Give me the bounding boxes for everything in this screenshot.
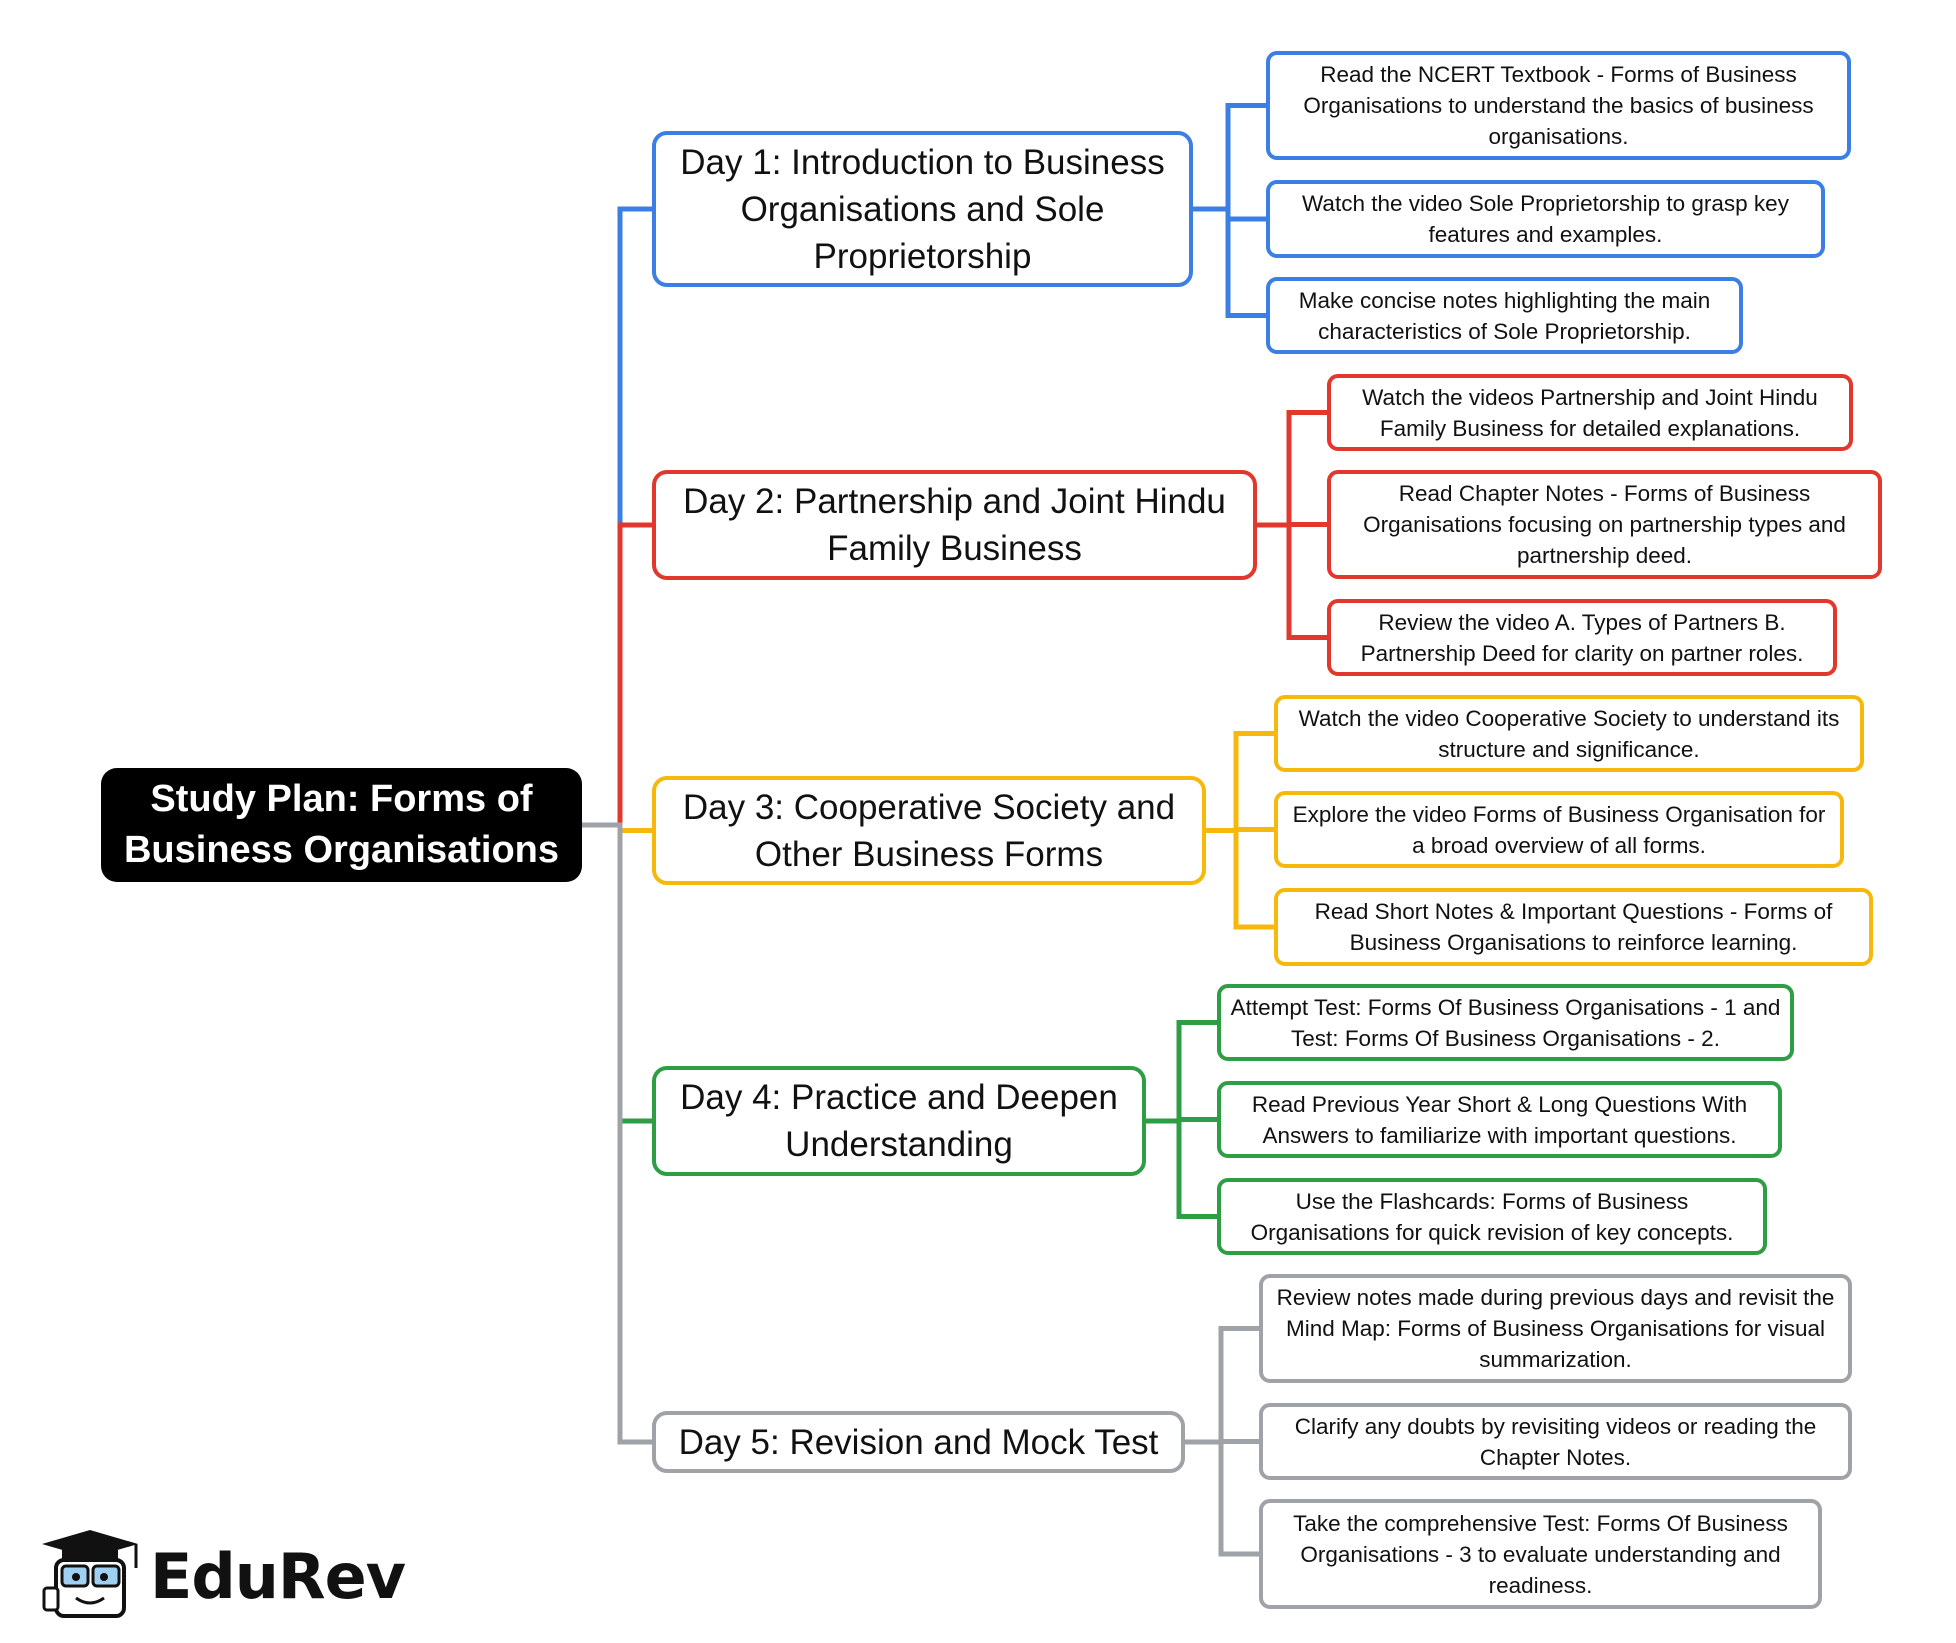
day-2-node: Day 2: Partnership and Joint Hindu Famil… <box>652 470 1257 580</box>
day-3-task-3: Read Short Notes & Important Questions -… <box>1274 888 1873 966</box>
day-4-task-1-connector <box>1146 1020 1217 1124</box>
day-4-node: Day 4: Practice and Deepen Understanding <box>652 1066 1146 1176</box>
root-to-day-2-connector <box>582 522 652 828</box>
day-5-task-1: Review notes made during previous days a… <box>1259 1274 1852 1383</box>
root-node-title: Study Plan: Forms of Business Organisati… <box>101 768 582 882</box>
day-1-task-1: Read the NCERT Textbook - Forms of Busin… <box>1266 51 1851 160</box>
root-to-day-1-connector <box>582 206 652 828</box>
day-2-task-2: Read Chapter Notes - Forms of Business O… <box>1327 470 1882 579</box>
day-3-task-2: Explore the video Forms of Business Orga… <box>1274 791 1844 868</box>
day-5-task-2: Clarify any doubts by revisiting videos … <box>1259 1403 1852 1480</box>
day-2-task-3: Review the video A. Types of Partners B.… <box>1327 599 1837 676</box>
day-2-task-3-connector <box>1257 522 1327 640</box>
day-4-task-2: Read Previous Year Short & Long Question… <box>1217 1081 1782 1158</box>
day-2-task-1-connector <box>1257 410 1327 528</box>
day-3-task-3-connector <box>1206 828 1274 930</box>
day-3-task-1-connector <box>1206 731 1274 833</box>
day-1-task-2: Watch the video Sole Proprietorship to g… <box>1266 180 1825 258</box>
day-3-node: Day 3: Cooperative Society and Other Bus… <box>652 776 1206 885</box>
day-4-task-3: Use the Flashcards: Forms of Business Or… <box>1217 1178 1767 1255</box>
day-1-task-3-connector <box>1193 206 1266 318</box>
brand-name: EduRev <box>150 1540 406 1613</box>
graduation-cap-mascot-icon <box>42 1530 138 1618</box>
root-to-day-5-connector <box>582 822 652 1445</box>
day-1-task-1-connector <box>1193 103 1266 212</box>
day-2-task-1: Watch the videos Partnership and Joint H… <box>1327 374 1853 451</box>
day-5-node: Day 5: Revision and Mock Test <box>652 1411 1185 1473</box>
day-3-task-1: Watch the video Cooperative Society to u… <box>1274 695 1864 772</box>
day-4-task-3-connector <box>1146 1118 1217 1219</box>
day-5-task-1-connector <box>1185 1326 1259 1445</box>
day-1-task-3: Make concise notes highlighting the main… <box>1266 277 1743 354</box>
day-4-task-1: Attempt Test: Forms Of Business Organisa… <box>1217 984 1794 1061</box>
day-1-node: Day 1: Introduction to Business Organisa… <box>652 131 1193 287</box>
root-to-day-4-connector <box>582 822 652 1124</box>
day-5-task-3-connector <box>1185 1439 1259 1557</box>
day-5-task-3: Take the comprehensive Test: Forms Of Bu… <box>1259 1499 1822 1609</box>
